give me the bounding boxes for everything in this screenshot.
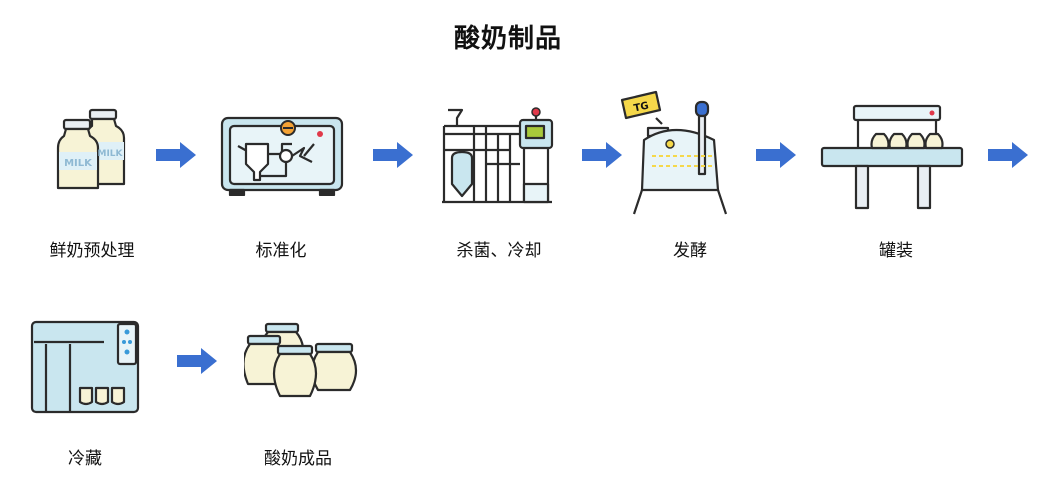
arrow-right-icon bbox=[177, 348, 217, 374]
arrow-right-icon bbox=[988, 142, 1028, 168]
milk-bottles-icon: MILK MILK bbox=[56, 108, 126, 190]
bottle-text: MILK bbox=[97, 149, 123, 159]
step-refrigeration bbox=[30, 320, 140, 414]
step-label: 发酵 bbox=[673, 241, 707, 261]
diagram-title: 酸奶制品 bbox=[453, 24, 562, 54]
arrow-right-icon bbox=[156, 142, 196, 168]
step-label: 杀菌、冷却 bbox=[456, 241, 542, 261]
fermentation-tank-icon: TG bbox=[620, 90, 728, 215]
sterilizer-pipes-icon bbox=[442, 107, 554, 204]
step-sterilization-cooling bbox=[440, 104, 556, 206]
step-label: 鲜奶预处理 bbox=[49, 241, 135, 261]
arrow-right-icon bbox=[373, 142, 413, 168]
tag-text: TG bbox=[633, 101, 650, 115]
yogurt-jars-icon bbox=[244, 322, 358, 398]
step-label: 酸奶成品 bbox=[264, 449, 332, 469]
step-label: 罐装 bbox=[879, 241, 913, 261]
arrow-right-icon bbox=[582, 142, 622, 168]
step-label: 标准化 bbox=[255, 241, 307, 261]
step-filling bbox=[818, 104, 964, 212]
standardization-machine-icon bbox=[220, 116, 344, 196]
step-label: 冷藏 bbox=[68, 449, 102, 469]
arrow-right-icon bbox=[756, 142, 796, 168]
bottle-text: MILK bbox=[64, 158, 93, 169]
step-milk-pretreatment: MILK MILK bbox=[52, 108, 130, 190]
filling-conveyor-icon bbox=[820, 104, 964, 210]
step-yogurt-product bbox=[244, 322, 360, 400]
step-fermentation: TG bbox=[618, 90, 734, 216]
step-standardization bbox=[220, 114, 344, 196]
refrigerator-icon bbox=[30, 320, 140, 414]
